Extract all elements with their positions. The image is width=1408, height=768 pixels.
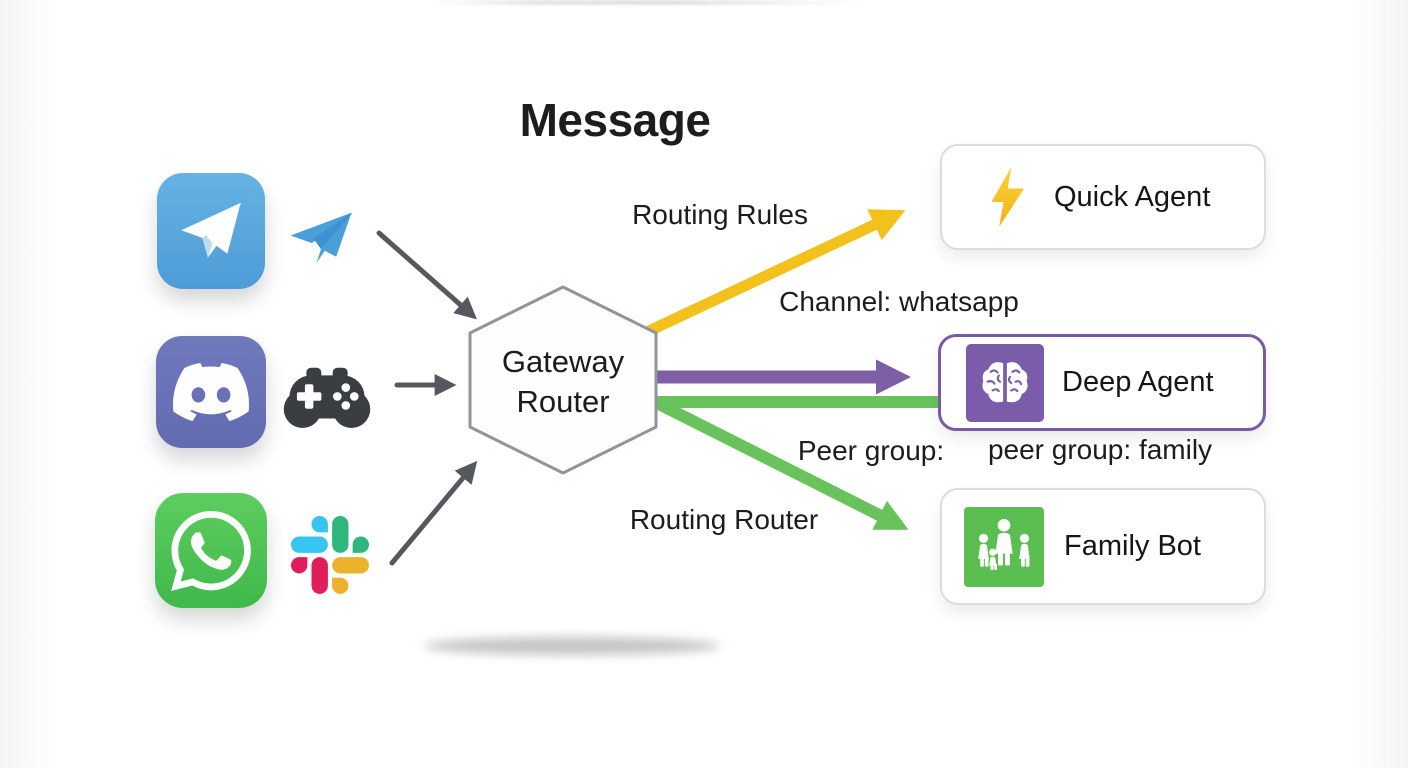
hexagon-ground-shadow	[424, 637, 720, 655]
inbound-arrows	[376, 230, 478, 566]
brain-icon	[966, 343, 1044, 422]
deep-agent-node: Deep Agent	[938, 334, 1266, 431]
page-title: Message	[519, 94, 711, 146]
family-icon	[964, 506, 1044, 587]
family-bot-label: Family Bot	[1064, 530, 1201, 562]
quick-agent-node: Quick Agent	[940, 144, 1266, 250]
arrow-telegram-to-gateway	[376, 230, 477, 320]
gateway-router-node: Gateway Router	[470, 342, 656, 422]
whatsapp-icon	[171, 510, 251, 591]
family-bot-node: Family Bot	[940, 488, 1266, 605]
lightning-icon	[991, 167, 1025, 227]
deep-agent-label: Deep Agent	[1062, 366, 1214, 398]
telegram-tile	[157, 173, 265, 289]
arrow-routing-router	[653, 398, 909, 530]
telegram-icon	[181, 202, 241, 258]
quick-agent-label: Quick Agent	[1054, 180, 1211, 213]
channel-whatsapp-label: Channel: whatsapp	[779, 286, 1019, 317]
discord-icon	[173, 363, 249, 421]
slack-icon	[290, 512, 370, 598]
arrow-routing-rules	[643, 209, 906, 337]
cropped-top-artifact	[430, 0, 860, 5]
routing-rules-label: Routing Rules	[632, 199, 808, 230]
whatsapp-tile	[155, 493, 267, 608]
peer-group-family-label: peer group: family	[987, 434, 1213, 465]
gateway-hexagon	[468, 285, 658, 475]
gateway-label-line2: Router	[516, 384, 610, 419]
paper-plane-icon	[283, 196, 359, 272]
routing-router-label: Routing Router	[629, 504, 819, 535]
arrow-whatsapp-to-gateway	[389, 460, 478, 566]
gamepad-icon	[280, 356, 374, 436]
peer-group-label: Peer group:	[797, 435, 945, 466]
gateway-label-line1: Gateway	[501, 344, 625, 379]
discord-tile	[156, 336, 266, 448]
